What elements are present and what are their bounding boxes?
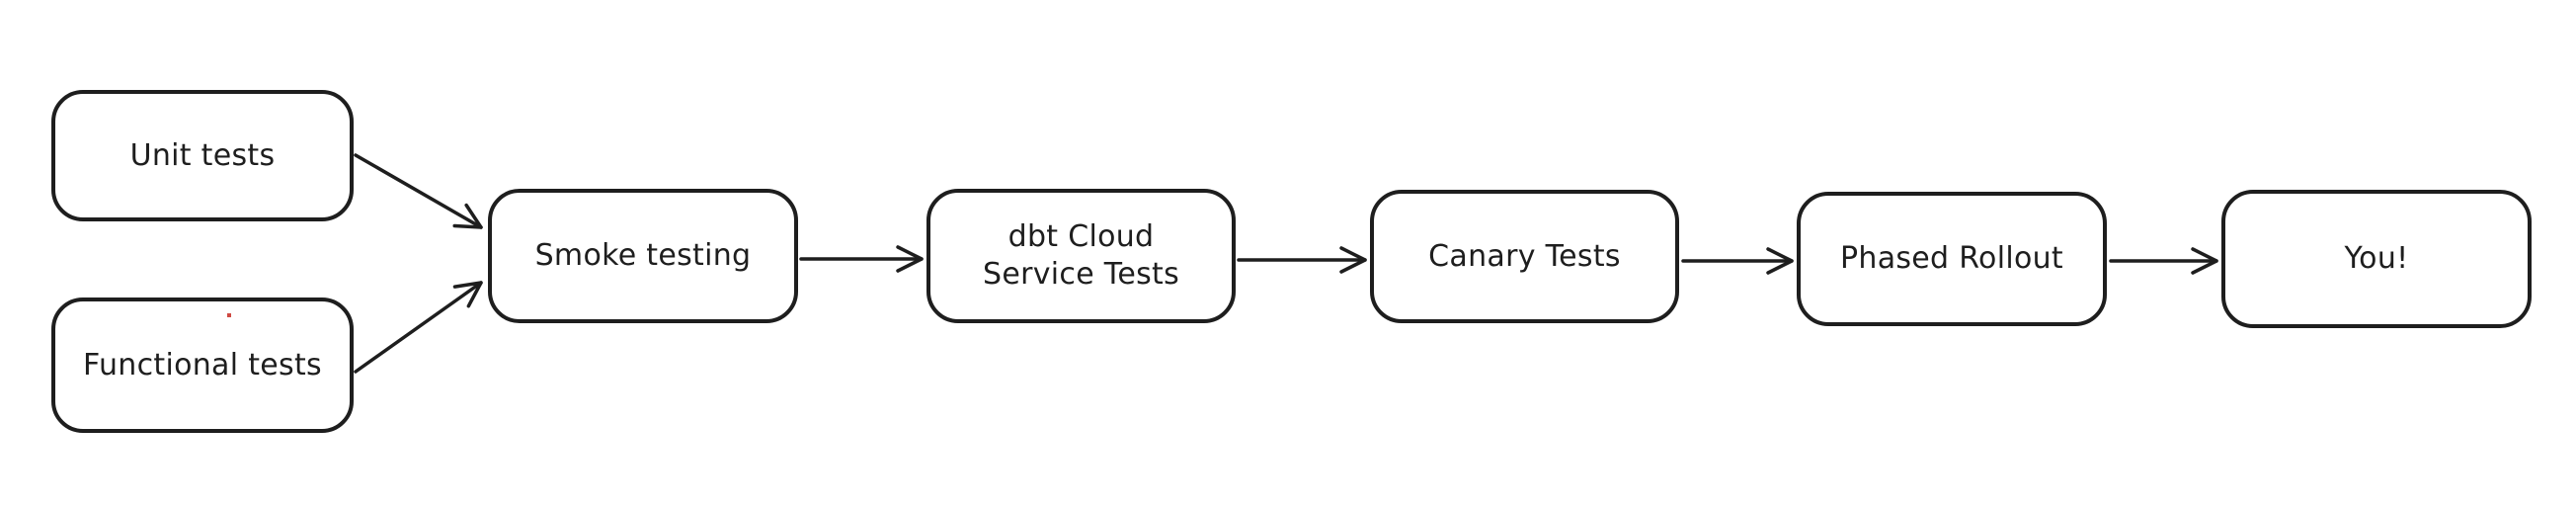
node-phased-rollout: Phased Rollout bbox=[1797, 192, 2107, 326]
node-you: You! bbox=[2221, 190, 2532, 328]
node-functional-tests-label: Functional tests bbox=[83, 347, 322, 382]
node-smoke-testing-label: Smoke testing bbox=[534, 238, 752, 273]
node-dbt-cloud-service-tests: dbt Cloud Service Tests bbox=[926, 189, 1236, 323]
node-unit-tests: Unit tests bbox=[51, 90, 354, 221]
node-you-label: You! bbox=[2344, 241, 2409, 276]
node-unit-tests-label: Unit tests bbox=[129, 137, 276, 173]
node-canary-tests-label: Canary Tests bbox=[1428, 238, 1621, 274]
node-dbt-cloud-service-tests-label: dbt Cloud Service Tests bbox=[982, 219, 1180, 292]
node-canary-tests: Canary Tests bbox=[1370, 190, 1679, 323]
node-smoke-testing: Smoke testing bbox=[488, 189, 798, 323]
node-phased-rollout-label: Phased Rollout bbox=[1839, 241, 2063, 276]
arrow-functional-tests-to-smoke-testing bbox=[354, 281, 483, 374]
arrow-unit-tests-to-smoke-testing bbox=[354, 153, 483, 229]
red-dot-artifact bbox=[227, 313, 231, 317]
node-functional-tests: Functional tests bbox=[51, 298, 354, 433]
